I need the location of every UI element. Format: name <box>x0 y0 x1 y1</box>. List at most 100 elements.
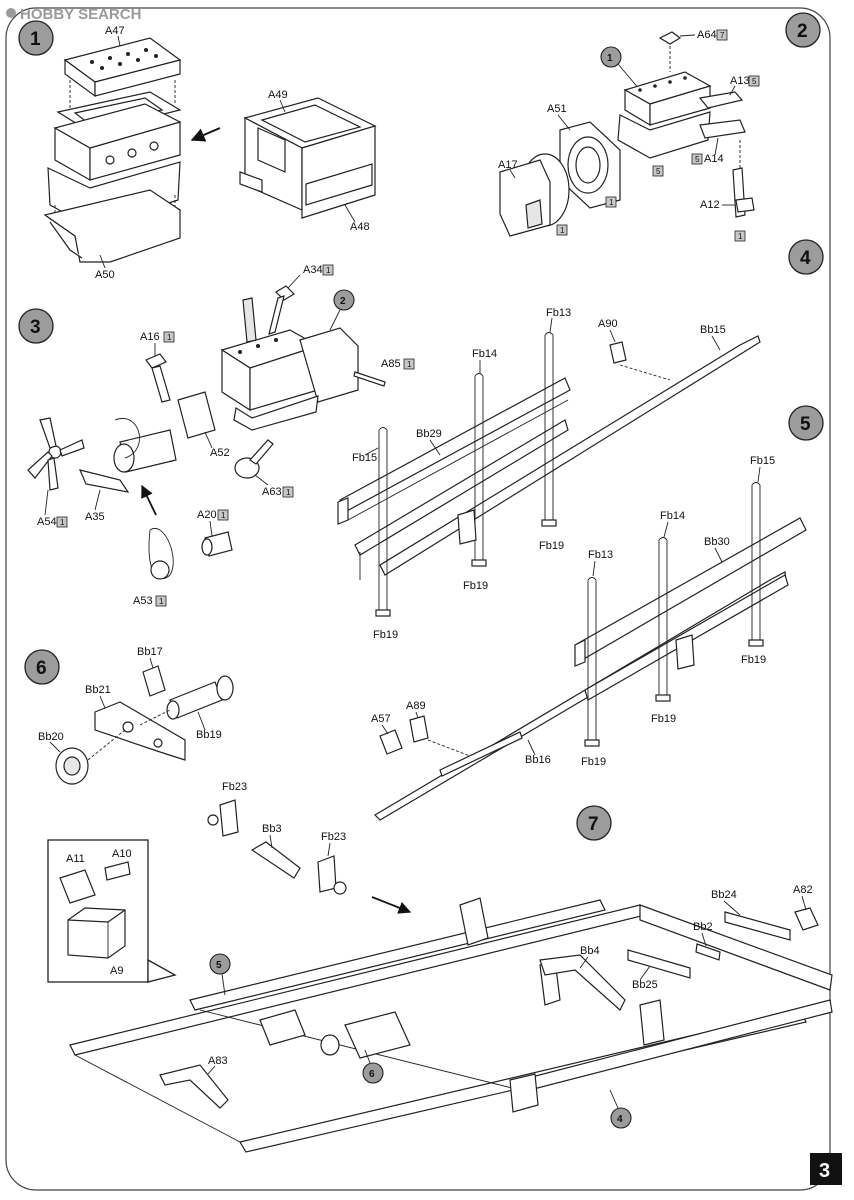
svg-text:Bb20: Bb20 <box>38 731 64 743</box>
part-a54 <box>27 417 85 491</box>
u-bolt-fb14-b <box>658 537 668 695</box>
svg-text:Fb13: Fb13 <box>588 549 613 561</box>
engine-block <box>47 103 182 229</box>
part-a53 <box>148 527 174 580</box>
part-a13 <box>698 91 744 109</box>
svg-text:Bb16: Bb16 <box>525 754 551 766</box>
svg-text:A82: A82 <box>793 884 813 896</box>
svg-text:5: 5 <box>800 414 811 435</box>
svg-text:A13: A13 <box>730 75 750 87</box>
svg-text:Bb15: Bb15 <box>700 324 726 336</box>
part-bb19 <box>166 675 234 720</box>
u-bolt-fb15 <box>378 427 388 610</box>
svg-text:A52: A52 <box>210 447 230 459</box>
svg-text:Fb14: Fb14 <box>472 348 497 360</box>
part-a57 <box>379 729 403 755</box>
svg-text:1: 1 <box>738 232 743 241</box>
svg-text:6: 6 <box>369 1069 375 1080</box>
part-a63 <box>234 439 274 479</box>
svg-text:A63: A63 <box>262 486 282 498</box>
svg-text:1: 1 <box>60 518 65 527</box>
step-number-4: 4 <box>788 239 824 275</box>
svg-text:A54: A54 <box>37 516 57 528</box>
part-bb17 <box>142 665 166 697</box>
svg-text:A17: A17 <box>498 159 518 171</box>
part-bb29 <box>337 399 569 580</box>
callout-1: 1 <box>600 46 622 68</box>
svg-text:A51: A51 <box>547 103 567 115</box>
part-bb20 <box>55 747 89 785</box>
callout-6: 6 <box>362 1062 384 1084</box>
part-a20 <box>201 531 233 557</box>
svg-text:1: 1 <box>221 511 226 520</box>
svg-text:2: 2 <box>340 296 346 307</box>
u-bolt-fb13-b <box>587 577 597 740</box>
svg-text:5: 5 <box>695 155 700 164</box>
u-bolt-fb13 <box>544 332 554 520</box>
part-a35 <box>78 429 177 493</box>
svg-text:1: 1 <box>407 360 412 369</box>
svg-text:A90: A90 <box>598 318 618 330</box>
part-a10 <box>104 861 131 881</box>
svg-text:Fb19: Fb19 <box>651 713 676 725</box>
svg-text:Fb19: Fb19 <box>373 629 398 641</box>
step-number-1: 1 <box>18 20 54 56</box>
step-7: 7 A11 A10 A9 <box>47 805 833 1153</box>
part-bb4 <box>539 954 626 1011</box>
svg-text:4: 4 <box>800 248 811 269</box>
svg-text:A11: A11 <box>66 853 85 865</box>
part-bb2 <box>695 943 721 961</box>
svg-text:1: 1 <box>560 226 565 235</box>
step-3: 3 2 A34 1 A85 1 A16 <box>18 264 415 607</box>
svg-text:A47: A47 <box>105 25 125 37</box>
svg-text:Fb15: Fb15 <box>352 452 377 464</box>
svg-text:A16: A16 <box>140 331 160 343</box>
svg-text:A10: A10 <box>112 848 132 860</box>
callout-2: 2 <box>333 289 355 311</box>
svg-text:3: 3 <box>30 317 41 338</box>
svg-text:Bb19: Bb19 <box>196 729 222 741</box>
engine-with-gearbox <box>220 327 359 431</box>
step-5: 5 Fb15 Fb14 Bb30 Fb13 A89 A57 B <box>371 405 824 821</box>
svg-text:A64: A64 <box>697 29 717 41</box>
svg-text:5: 5 <box>752 77 757 86</box>
part-a51 <box>559 121 621 209</box>
svg-text:Bb24: Bb24 <box>711 889 737 901</box>
part-a89 <box>409 715 429 743</box>
svg-text:Fb19: Fb19 <box>463 580 488 592</box>
svg-text:A48: A48 <box>350 221 370 233</box>
callout-4: 4 <box>610 1107 632 1129</box>
watermark-text: HOBBY SEARCH <box>20 6 141 23</box>
svg-text:Bb30: Bb30 <box>704 536 730 548</box>
part-a47 <box>63 37 182 98</box>
svg-text:Bb25: Bb25 <box>632 979 658 991</box>
svg-text:Bb2: Bb2 <box>693 921 713 933</box>
svg-text:A49: A49 <box>268 89 288 101</box>
page-number: 3 <box>810 1153 842 1185</box>
u-bolt-fb14 <box>474 373 484 560</box>
svg-text:7: 7 <box>720 31 725 40</box>
step-6: 6 Bb17 Bb19 Bb21 Bb20 <box>24 646 347 895</box>
svg-text:Fb15: Fb15 <box>750 455 775 467</box>
part-a83 <box>159 1064 229 1109</box>
part-a90 <box>609 341 627 364</box>
svg-text:Bb29: Bb29 <box>416 428 442 440</box>
svg-text:1: 1 <box>326 266 331 275</box>
step-number-6: 6 <box>24 649 60 685</box>
svg-text:Fb19: Fb19 <box>741 654 766 666</box>
svg-text:Fb23: Fb23 <box>321 831 346 843</box>
svg-text:4: 4 <box>617 1114 623 1125</box>
step-1: 1 A47 A50 <box>18 20 377 281</box>
svg-text:Fb19: Fb19 <box>581 756 606 768</box>
svg-text:A34: A34 <box>303 264 323 276</box>
svg-text:1: 1 <box>607 53 613 64</box>
svg-text:5: 5 <box>656 167 661 176</box>
inset-box: A11 A10 A9 <box>47 839 177 983</box>
svg-text:Bb21: Bb21 <box>85 684 111 696</box>
part-a17 <box>499 153 570 237</box>
svg-text:A83: A83 <box>208 1055 228 1067</box>
step-number-3: 3 <box>18 308 54 344</box>
svg-text:Fb13: Fb13 <box>546 307 571 319</box>
part-bb25 <box>627 949 691 979</box>
